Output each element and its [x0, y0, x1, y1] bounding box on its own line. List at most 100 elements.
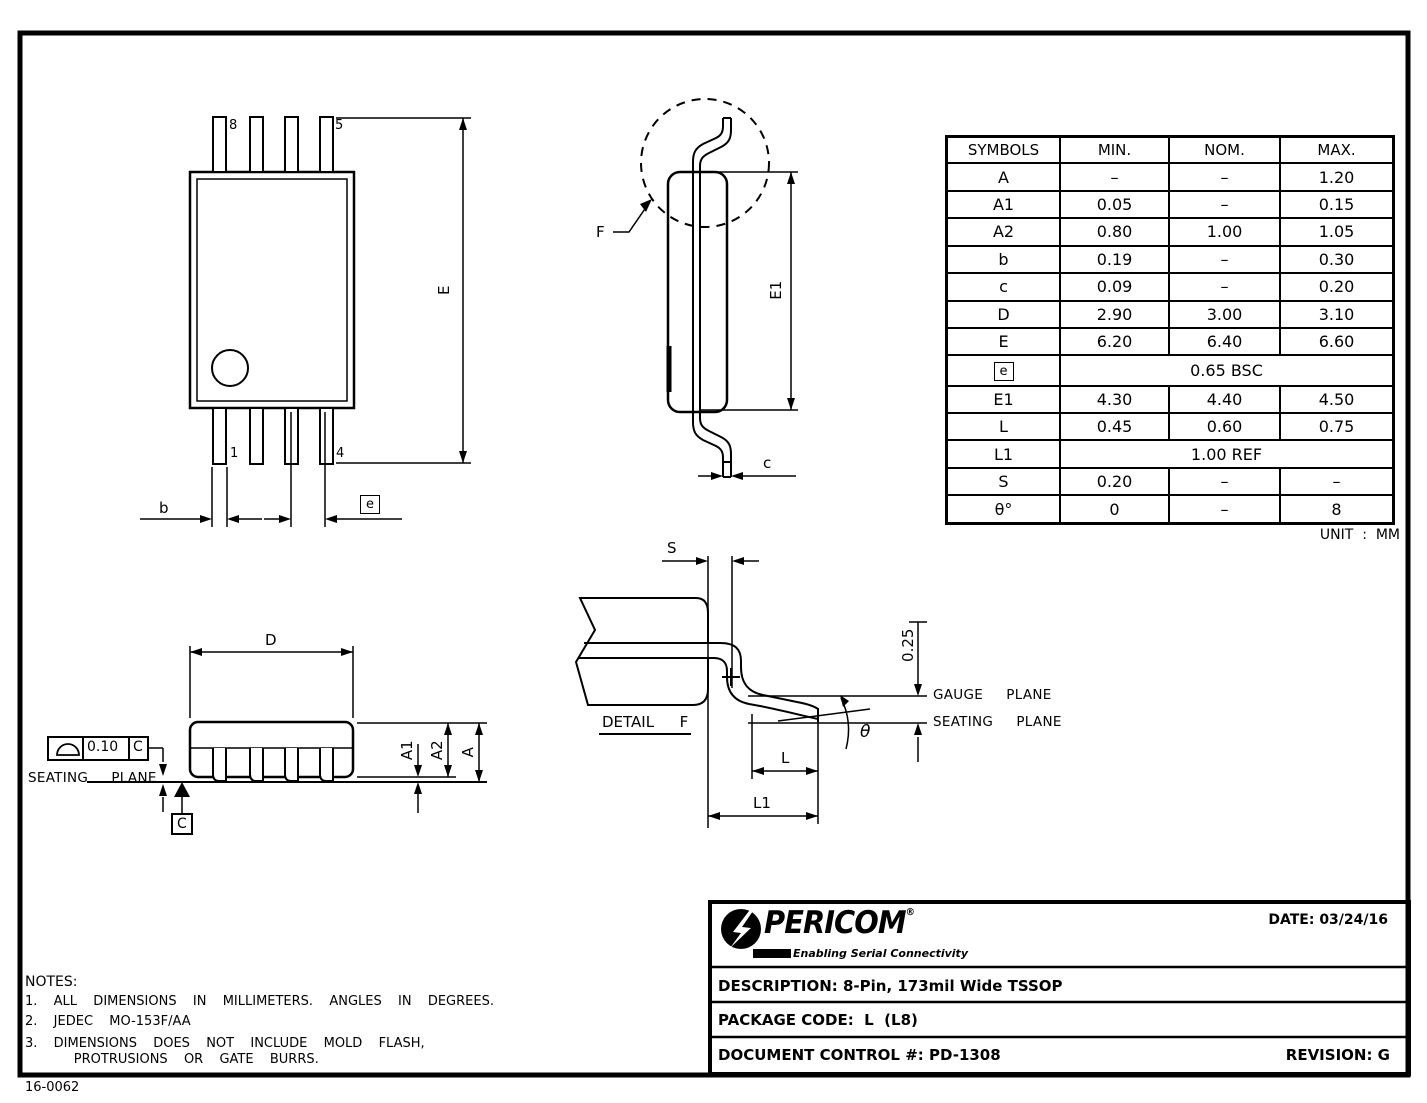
- cell-span-value: 0.65 BSC: [1059, 354, 1395, 387]
- cell-symbol: θ°: [945, 494, 1061, 525]
- cell-max: 4.50: [1279, 384, 1395, 415]
- dim-label-L: L: [781, 749, 790, 767]
- col-header-symbols: SYMBOLS: [945, 135, 1061, 165]
- cell-symbol: A1: [945, 189, 1061, 220]
- cell-max: –: [1279, 466, 1395, 497]
- cell-nom: –: [1168, 189, 1281, 220]
- cell-nom: 3.00: [1168, 299, 1281, 330]
- datum-triangle: [174, 782, 190, 797]
- cell-symbol: S: [945, 466, 1061, 497]
- dim-label-e-boxed: e: [360, 495, 380, 514]
- cell-min: 0.05: [1059, 189, 1170, 220]
- cell-nom: 4.40: [1168, 384, 1281, 415]
- cell-nom: –: [1168, 244, 1281, 275]
- dim-label-D: D: [265, 631, 277, 649]
- cell-min: –: [1059, 162, 1170, 192]
- dim-label-b: b: [159, 499, 169, 517]
- dim-label-E1: E1: [766, 280, 785, 300]
- cell-min: 0.19: [1059, 244, 1170, 275]
- document-control-field: DOCUMENT CONTROL #: PD-1308: [718, 1046, 1001, 1064]
- logo-text: PERICOM: [764, 905, 907, 941]
- cell-symbol: L: [945, 411, 1061, 442]
- detail-seating-plane-label: SEATING PLANE: [933, 714, 1062, 730]
- revision-field: REVISION: G: [1285, 1046, 1390, 1064]
- cell-min: 0.45: [1059, 411, 1170, 442]
- pin-number-4: 4: [336, 446, 345, 461]
- datum-reference-letter: C: [133, 739, 143, 755]
- unit-label: UNIT : MM: [1319, 527, 1400, 543]
- cell-max: 8: [1279, 494, 1395, 525]
- detail-f-drawing: [574, 556, 927, 828]
- top-view-drawing: [140, 116, 471, 527]
- datum-flag-letter: C: [177, 816, 187, 832]
- pin1-indicator-circle: [211, 349, 249, 387]
- pin-number-1: 1: [230, 446, 239, 461]
- gauge-plane-label: GAUGE PLANE: [933, 687, 1052, 703]
- cell-max: 0.30: [1279, 244, 1395, 275]
- dim-label-S: S: [667, 539, 677, 557]
- note-item-3: 3. DIMENSIONS DOES NOT INCLUDE MOLD FLAS…: [25, 1036, 425, 1051]
- cell-symbol: L1: [945, 439, 1061, 469]
- detail-f-title: DETAIL F: [599, 714, 692, 735]
- cell-nom: –: [1168, 162, 1281, 192]
- cell-max: 0.75: [1279, 411, 1395, 442]
- note-item-1: 1. ALL DIMENSIONS IN MILLIMETERS. ANGLES…: [25, 994, 494, 1009]
- side-view-drawing: [613, 98, 798, 480]
- dim-label-E: E: [434, 285, 453, 295]
- dim-label-c: c: [763, 454, 772, 472]
- cell-max: 0.20: [1279, 272, 1395, 302]
- notes-heading: NOTES:: [25, 974, 78, 990]
- detail-f-reference-label: F: [596, 223, 605, 241]
- cell-symbol: A2: [945, 217, 1061, 247]
- cell-min: 6.20: [1059, 326, 1170, 357]
- boxed-e-symbol: e: [993, 362, 1014, 381]
- table-row: A––1.20: [945, 162, 1395, 192]
- cell-symbol: A: [945, 162, 1061, 192]
- registered-mark: ®: [905, 907, 915, 918]
- dim-label-A: A: [458, 747, 477, 758]
- cell-nom: 1.00: [1168, 217, 1281, 247]
- cell-symbol: E: [945, 326, 1061, 357]
- cell-nom: –: [1168, 272, 1281, 302]
- dim-label-A1: A1: [397, 740, 416, 761]
- cell-max: 1.05: [1279, 217, 1395, 247]
- flatness-tolerance-value: 0.10: [87, 739, 119, 755]
- cell-symbol: D: [945, 299, 1061, 330]
- tagline-bar: [753, 949, 791, 958]
- cell-max: 6.60: [1279, 326, 1395, 357]
- cell-max: 1.20: [1279, 162, 1395, 192]
- cell-symbol: c: [945, 272, 1061, 302]
- cell-max: 0.15: [1279, 189, 1395, 220]
- pin-number-8: 8: [229, 118, 238, 133]
- pericom-logo-wordmark: PERICOM®: [764, 905, 915, 941]
- flatness-symbol: [56, 743, 80, 756]
- cell-symbol: b: [945, 244, 1061, 275]
- cell-min: 0.80: [1059, 217, 1170, 247]
- title-block-grid: [708, 900, 1411, 1076]
- date-field: DATE: 03/24/16: [1268, 912, 1388, 928]
- col-header-nom: NOM.: [1168, 135, 1281, 165]
- cell-min: 0.09: [1059, 272, 1170, 302]
- tagline-text: Enabling Serial Connectivity: [793, 947, 968, 960]
- cell-min: 0.20: [1059, 466, 1170, 497]
- front-view-drawing: [47, 646, 487, 835]
- cell-nom: 6.40: [1168, 326, 1281, 357]
- cell-min: 4.30: [1059, 384, 1170, 415]
- dim-label-A2: A2: [427, 740, 446, 761]
- cell-min: 0: [1059, 494, 1170, 525]
- description-field: DESCRIPTION: 8-Pin, 173mil Wide TSSOP: [718, 977, 1063, 995]
- cell-nom: –: [1168, 494, 1281, 525]
- cell-nom: –: [1168, 466, 1281, 497]
- cell-symbol: e: [945, 354, 1061, 387]
- cell-nom: 0.60: [1168, 411, 1281, 442]
- table-row: θ°0–8: [945, 494, 1395, 525]
